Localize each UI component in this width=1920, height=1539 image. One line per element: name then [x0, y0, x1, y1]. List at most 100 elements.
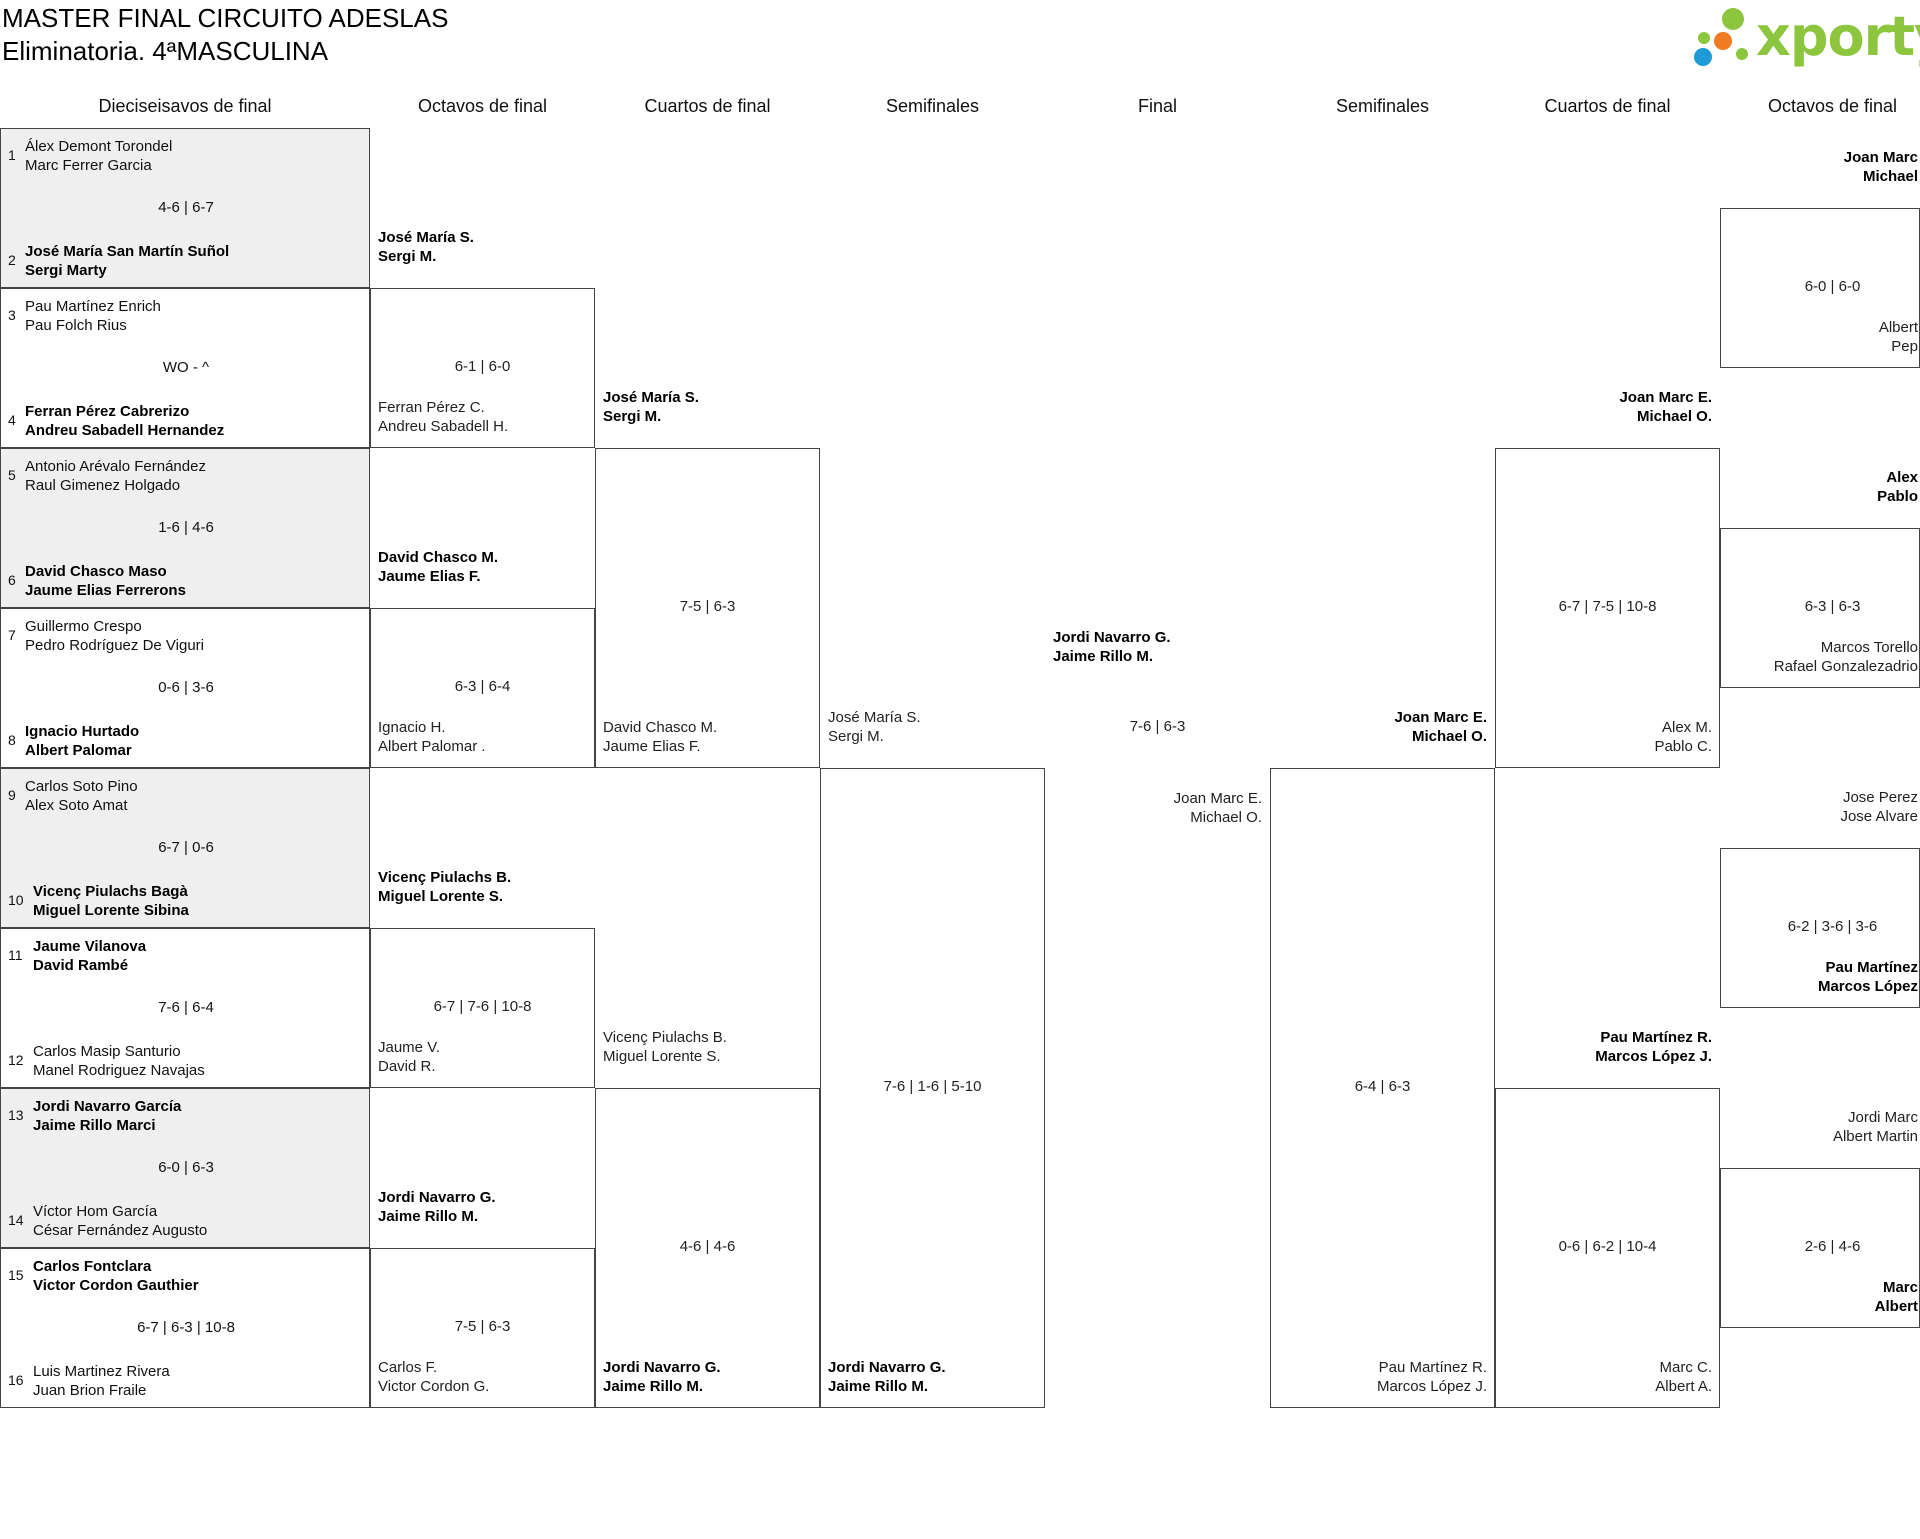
- player-name: Vicenç Piulachs B.: [603, 1029, 727, 1046]
- match-score: 0-6 | 6-2 | 10-4: [1558, 1238, 1657, 1255]
- team-pair[interactable]: David Chasco M.Jaume Elias F.: [378, 548, 498, 586]
- player-name: Sergi M.: [378, 248, 437, 265]
- player-name: David Chasco M.: [603, 719, 718, 736]
- player-name: José María S.: [603, 389, 699, 406]
- qf_matches-connector-box: [595, 1088, 820, 1408]
- player-name: Marc Ferrer Garcia: [25, 157, 152, 174]
- player-name: Luis Martinez Rivera: [33, 1363, 170, 1380]
- player-name: Pablo: [1877, 488, 1918, 505]
- round-header-final: Final: [1137, 96, 1177, 116]
- team-pair[interactable]: Alex M.Pablo C.: [1492, 718, 1712, 756]
- team-pair[interactable]: Jordi Navarro G. Jaime Rillo M.: [603, 1358, 721, 1396]
- player-name: Pau Martínez Enrich: [25, 298, 161, 315]
- player-name: Michael O.: [1411, 728, 1487, 745]
- logo-text: xporty: [1756, 5, 1920, 68]
- seed-number: 4: [8, 412, 16, 428]
- player-name: Michael: [1862, 168, 1918, 185]
- team-pair[interactable]: José María S.Sergi M.: [378, 228, 474, 266]
- player-name: Jaime Rillo M.: [378, 1208, 479, 1225]
- player-name: Jaume Elias Ferrerons: [25, 582, 186, 599]
- team-pair[interactable]: Joan Marc E.Michael O.: [1042, 789, 1262, 827]
- player-name: Albert Palomar: [25, 742, 132, 759]
- player-name: Albert: [1878, 319, 1918, 336]
- team-pair[interactable]: Ignacio H.Albert Palomar .: [378, 718, 486, 756]
- team-pair[interactable]: Pau Martínez R.Marcos López J.: [1492, 1028, 1712, 1066]
- match-score: 6-1 | 6-0: [454, 358, 511, 375]
- seed-number: 7: [8, 627, 16, 643]
- player-name: Joan Marc E.: [1173, 790, 1262, 807]
- player-name: Rafael Gonzalezadrio: [1773, 658, 1918, 675]
- player-name: Jordi Navarro G.: [603, 1359, 721, 1376]
- team-pair[interactable]: Joan Marc E.Michael O.: [1492, 388, 1712, 426]
- team-pair[interactable]: Jaume V.David R.: [378, 1038, 440, 1076]
- team-pair[interactable]: Carlos F.Victor Cordon G.: [378, 1358, 489, 1396]
- player-name: José María S.: [828, 709, 921, 726]
- team-pair[interactable]: David Chasco M.Jaume Elias F.: [603, 718, 717, 756]
- team-pair[interactable]: Joan Marc E.Michael O.: [1267, 708, 1487, 746]
- player-name: Pau Martínez R.: [1378, 1359, 1487, 1376]
- logo-dot-icon: [1714, 32, 1732, 50]
- player-name: Victor Cordon G.: [378, 1378, 490, 1395]
- xporty-logo: xporty: [1690, 2, 1920, 72]
- player-name: José María San Martín Suñol: [25, 243, 230, 260]
- seed-number: 6: [8, 572, 16, 588]
- team-pair[interactable]: Vicenç Piulachs B.Miguel Lorente S.: [378, 868, 511, 906]
- player-name: Jaime Rillo M.: [603, 1378, 704, 1395]
- player-name: Miguel Lorente S.: [378, 888, 504, 905]
- player-name: Jordi Navarro G.: [378, 1189, 496, 1206]
- round-header-r16: Octavos de final: [417, 96, 548, 116]
- player-name: Jordi Marc: [1847, 1109, 1918, 1126]
- match-score: 7-5 | 6-3: [454, 1318, 511, 1335]
- logo-dot-icon: [1698, 32, 1710, 44]
- seed-number: 8: [8, 732, 16, 748]
- player-name: Jaime Rillo Marci: [33, 1117, 156, 1134]
- player-name: Pablo C.: [1654, 738, 1712, 755]
- player-name: Sergi M.: [603, 408, 662, 425]
- round-header-qf: Cuartos de final: [644, 96, 771, 116]
- team-pair[interactable]: Pau Martínez R.Marcos López J.: [1267, 1358, 1487, 1396]
- match-score: 6-7 | 0-6: [158, 839, 214, 856]
- team-pair[interactable]: José María S. Sergi M.: [603, 388, 699, 426]
- team-pair[interactable]: Ferran Pérez C.Andreu Sabadell H.: [378, 398, 508, 436]
- team-pair[interactable]: Jordi Navarro G.Jaime Rillo M.: [1053, 628, 1171, 666]
- team-pair[interactable]: Marc C.Albert A.: [1492, 1358, 1712, 1396]
- player-name: Jordi Navarro G.: [1053, 629, 1171, 646]
- match-score: 4-6 | 6-7: [158, 199, 214, 216]
- player-name: Ferran Pérez C.: [378, 399, 485, 416]
- team-pair[interactable]: Jordi Navarro G. Jaime Rillo M.: [378, 1188, 496, 1226]
- qf_matches-connector-box: [595, 448, 820, 768]
- player-name: Marc C.: [1659, 1359, 1713, 1376]
- team-pair[interactable]: José María S.Sergi M.: [828, 708, 921, 746]
- seed-number: 15: [8, 1267, 24, 1283]
- team-pair[interactable]: Vicenç Piulachs B.Miguel Lorente S.: [603, 1028, 727, 1066]
- team-pair[interactable]: Jordi Navarro G.Jaime Rillo M.: [828, 1358, 946, 1396]
- player-name: Jaume Vilanova: [33, 938, 147, 955]
